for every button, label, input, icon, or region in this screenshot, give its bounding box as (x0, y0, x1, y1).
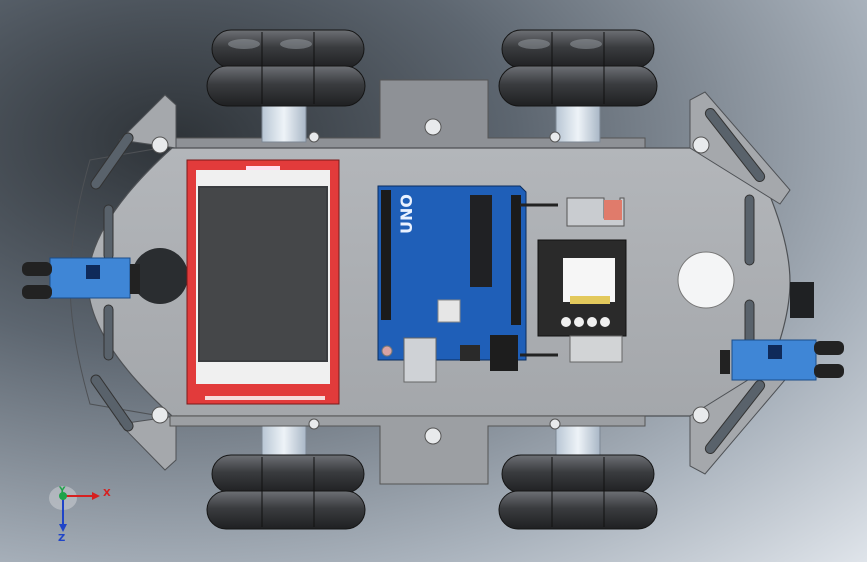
caster-hole-left (132, 248, 188, 304)
slot-left-rear (103, 304, 114, 361)
arduino-uno-board: UNO (377, 185, 527, 383)
slot-front-left (90, 132, 134, 190)
right-end-bumper (790, 282, 814, 318)
connector-header-pins (604, 200, 622, 220)
triad-x-label: X (103, 488, 111, 499)
connector-ribbon (569, 335, 623, 363)
caster-hole-right (677, 251, 735, 309)
lcd-display-module (186, 159, 340, 405)
slot-rear-right (704, 379, 766, 455)
triad-z-arrow (59, 524, 67, 532)
motor-driver-module (537, 239, 627, 337)
triad-y-label: Y (59, 486, 66, 496)
triad-z-label: Z (58, 533, 66, 544)
arduino-logo-text: UNO (397, 194, 416, 234)
mecanum-wheel-front-left (206, 29, 366, 107)
slot-left-front (103, 204, 114, 261)
slot-right-front (744, 194, 755, 266)
slot-front-right (704, 107, 766, 183)
screws (151, 118, 710, 445)
triad-x-arrow (92, 492, 100, 500)
slot-rear-left (90, 374, 134, 432)
mecanum-wheel-rear-left (206, 454, 366, 530)
ir-sensor-right (720, 339, 844, 381)
coordinate-triad (49, 486, 100, 532)
lower-deck-plate (169, 415, 646, 485)
mecanum-wheel-front-right (498, 29, 658, 107)
mecanum-wheel-rear-right (498, 454, 658, 530)
ir-sensor-left (22, 257, 140, 299)
triad-y-origin (59, 492, 67, 500)
